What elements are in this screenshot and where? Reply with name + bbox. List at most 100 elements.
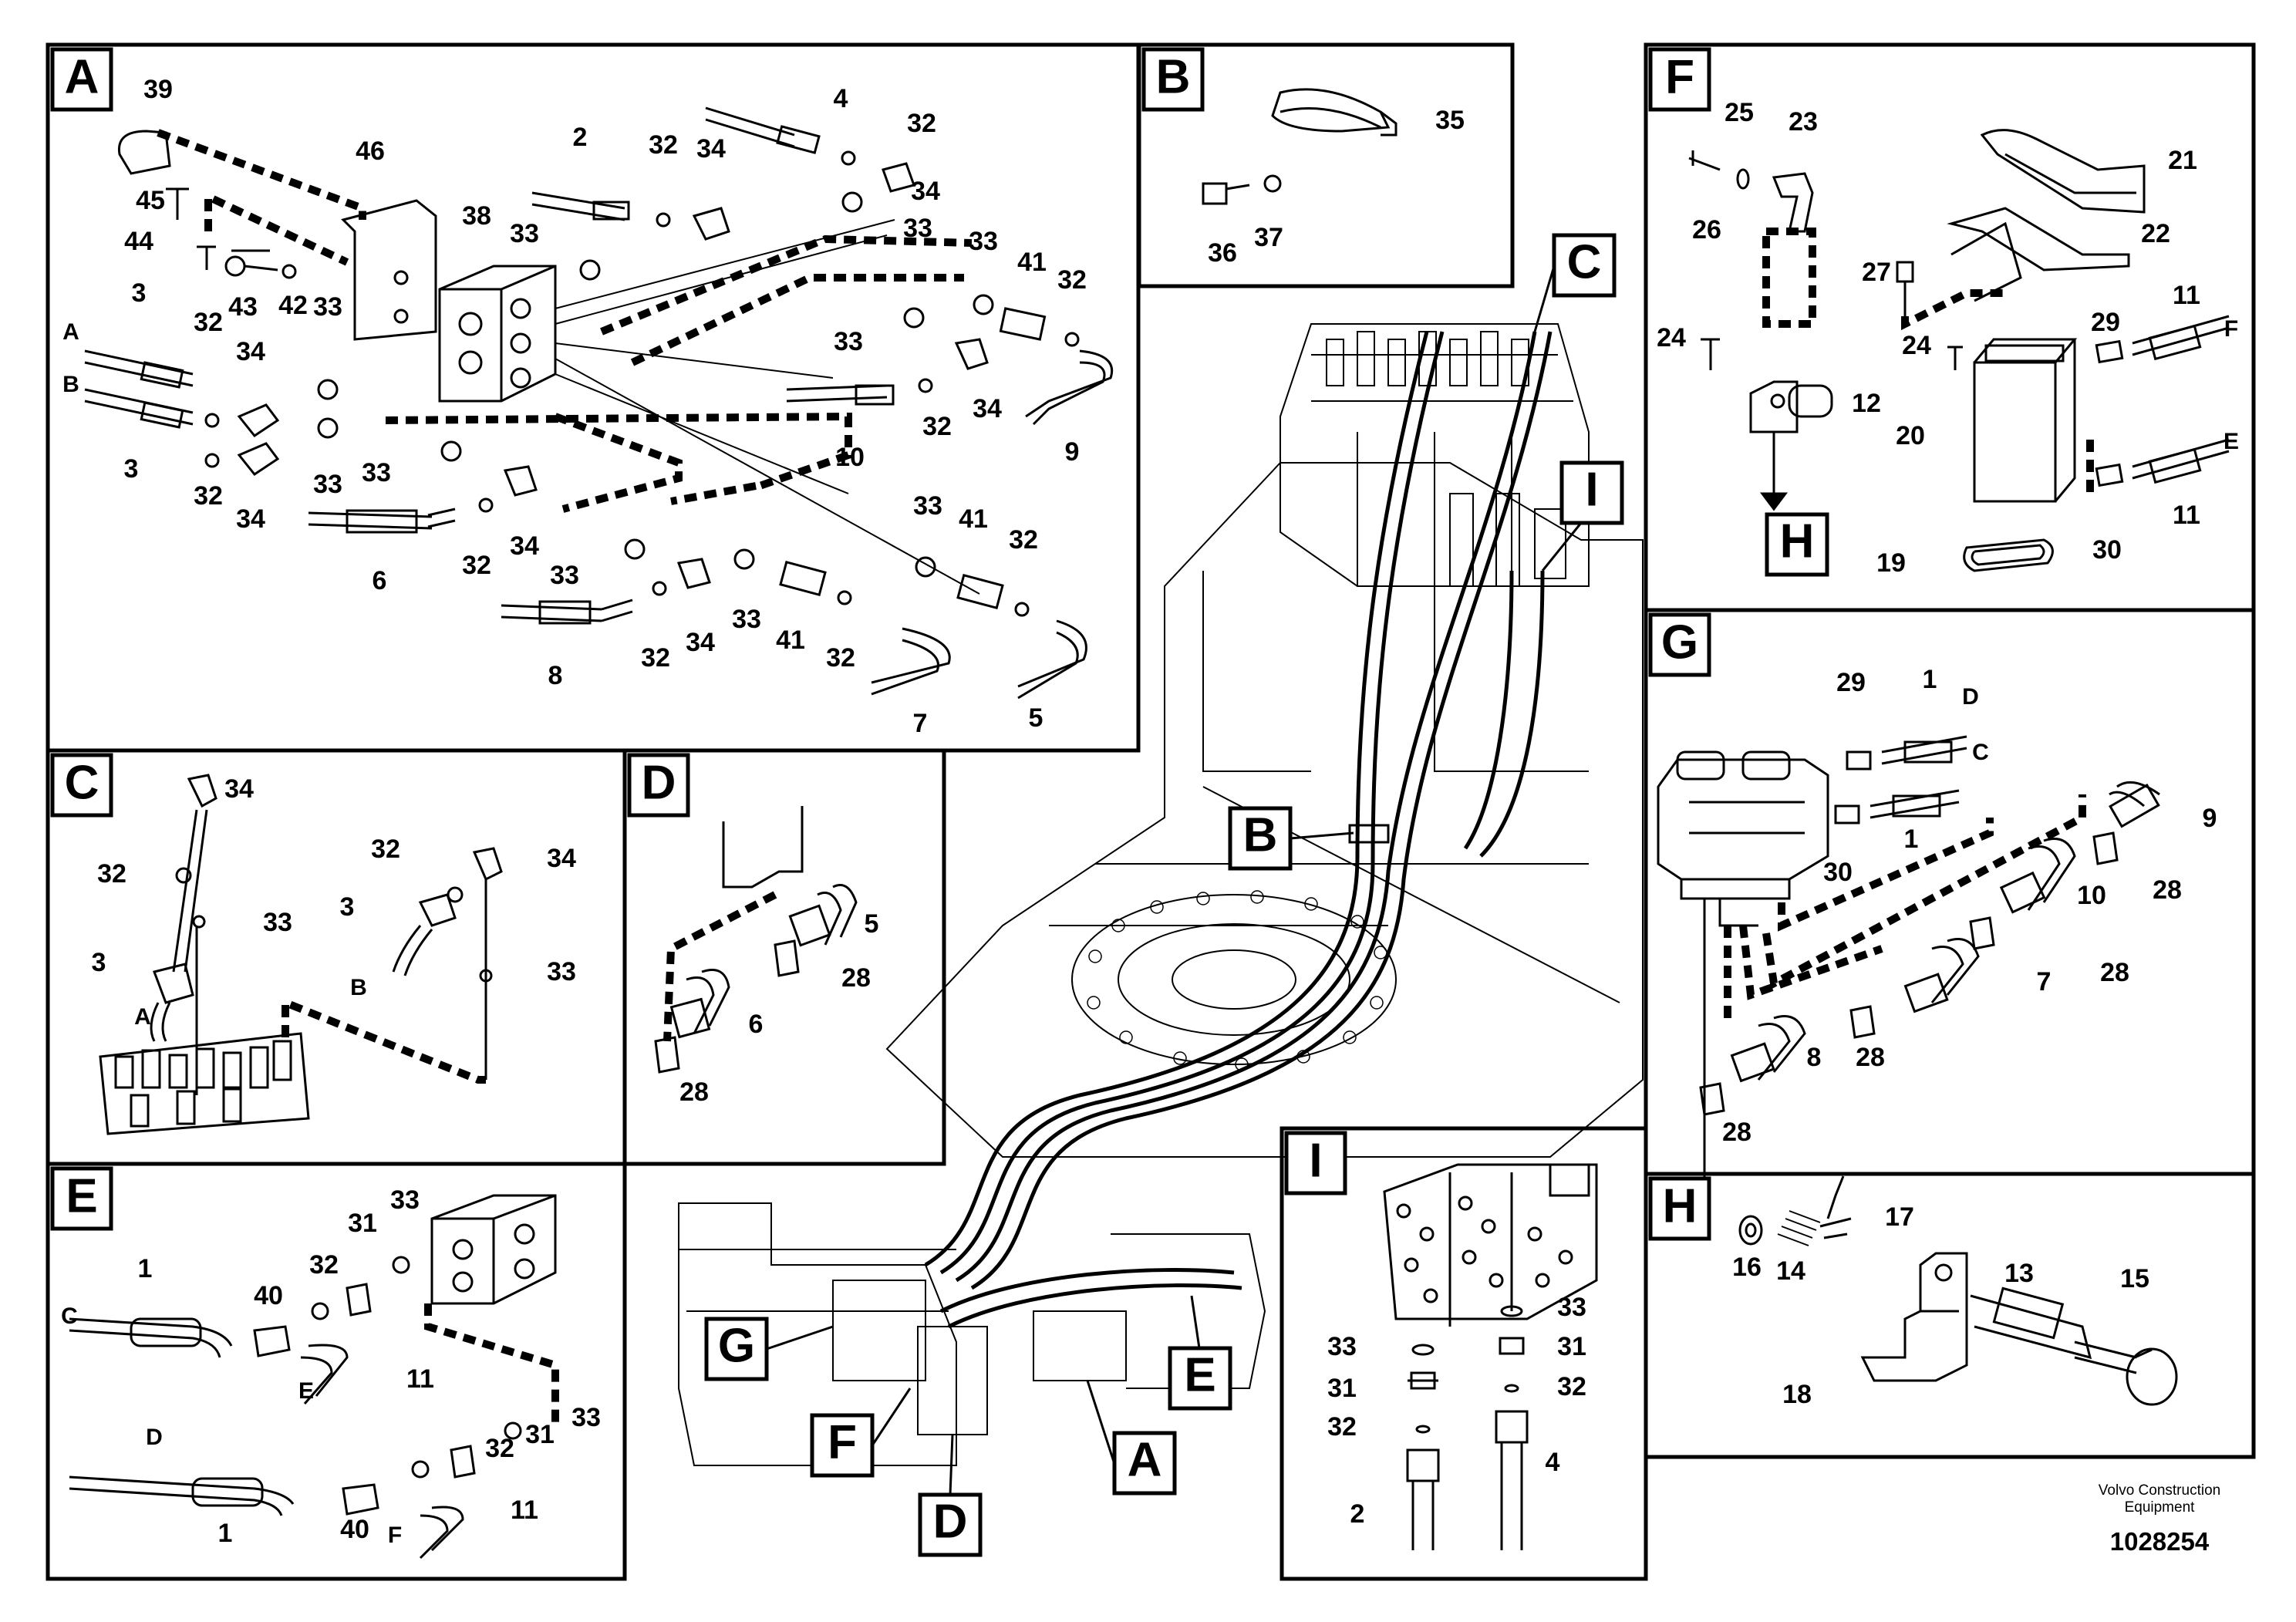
- callout-a-43: 43: [228, 292, 258, 322]
- callout-i-33: 33: [1327, 1332, 1357, 1361]
- panel-a-parts: [84, 106, 1113, 700]
- callout-c-33: 33: [263, 908, 292, 937]
- callout-h-14: 14: [1776, 1256, 1805, 1286]
- callout-b-36: 36: [1208, 238, 1237, 268]
- callout-e-33: 33: [390, 1185, 420, 1215]
- hose-bundle: [924, 331, 1553, 1329]
- callout-a-32: 32: [641, 643, 670, 673]
- callout-f-12: 12: [1852, 389, 1881, 418]
- callout-a-5: 5: [1029, 703, 1043, 733]
- callout-i-33: 33: [1557, 1293, 1586, 1322]
- callout-d-28: 28: [841, 963, 871, 993]
- callout-a-32: 32: [907, 109, 936, 138]
- callout-f-25: 25: [1725, 98, 1754, 127]
- port-label-c-a: A: [134, 1004, 151, 1030]
- callout-a-33: 33: [834, 327, 863, 356]
- document-number: 1028254: [2109, 1527, 2210, 1556]
- panel-f-frame: [1644, 42, 2256, 612]
- callout-a-7: 7: [913, 709, 928, 738]
- callout-b-37: 37: [1254, 223, 1283, 252]
- callout-g-28: 28: [2153, 875, 2182, 905]
- overview-ref-f: F: [828, 1415, 857, 1469]
- callout-a-42: 42: [278, 291, 308, 320]
- panel-letter-h: H: [1663, 1179, 1698, 1233]
- callout-a-33: 33: [732, 605, 761, 634]
- overview-ref-e: E: [1184, 1348, 1215, 1401]
- callout-a-41: 41: [776, 626, 805, 655]
- port-label-e-f: F: [388, 1523, 402, 1548]
- callout-e-32: 32: [309, 1250, 339, 1280]
- panel-c-dashed-routing: [282, 996, 486, 1084]
- overview-ref-a: A: [1128, 1433, 1162, 1486]
- callout-a-44: 44: [124, 227, 153, 256]
- panel-letter-boxes: [50, 47, 1711, 1241]
- overview-ref-g: G: [718, 1319, 755, 1372]
- callout-a-34: 34: [510, 531, 539, 561]
- panel-a-dashed-routing: [157, 129, 973, 513]
- port-label-e-e: E: [298, 1378, 314, 1404]
- callout-a-3: 3: [124, 454, 139, 484]
- callout-a-34: 34: [236, 337, 265, 366]
- callout-a-34: 34: [696, 134, 726, 164]
- port-label-a-a: A: [62, 319, 79, 345]
- callout-e-11: 11: [511, 1496, 538, 1525]
- callout-b-35: 35: [1435, 106, 1465, 135]
- callout-c-34: 34: [547, 844, 576, 873]
- panel-letter-f: F: [1665, 50, 1694, 103]
- callout-a-33: 33: [913, 491, 942, 521]
- callout-d-5: 5: [865, 909, 879, 939]
- callout-e-40: 40: [254, 1281, 283, 1310]
- callout-c-3: 3: [92, 948, 106, 977]
- callout-a-45: 45: [136, 186, 165, 215]
- callout-e-32: 32: [485, 1434, 514, 1463]
- port-label-a-b: B: [62, 372, 79, 397]
- callout-c-32: 32: [371, 835, 400, 864]
- panel-h-frame: [1644, 1172, 2256, 1459]
- overview-ref-i: I: [1585, 463, 1598, 516]
- callout-a-46: 46: [356, 137, 385, 166]
- callout-i-32: 32: [1557, 1372, 1586, 1401]
- callout-i-31: 31: [1327, 1374, 1357, 1403]
- valve-spools: [1326, 331, 1566, 587]
- callout-a-6: 6: [373, 566, 387, 595]
- port-label-g-c: C: [1972, 740, 1989, 765]
- callout-g-28: 28: [1856, 1043, 1885, 1072]
- callout-e-1: 1: [138, 1254, 153, 1283]
- overview-ref-c: C: [1567, 235, 1602, 288]
- panel-c-frame: [46, 748, 627, 1166]
- callout-c-34: 34: [224, 774, 254, 804]
- panel-e-frame: [46, 1162, 627, 1581]
- callout-a-34: 34: [236, 504, 265, 534]
- overview-ref-d: D: [933, 1495, 968, 1548]
- panel-letter-g: G: [1661, 615, 1698, 669]
- callout-g-28: 28: [1722, 1118, 1752, 1147]
- panel-b-parts: [1202, 88, 1397, 205]
- callout-h-13: 13: [2004, 1259, 2034, 1288]
- callout-a-33: 33: [362, 458, 391, 487]
- port-label-e-c: C: [61, 1303, 78, 1329]
- panel-i-parts: [1383, 1163, 1598, 1550]
- callout-a-33: 33: [313, 470, 342, 499]
- callout-i-31: 31: [1557, 1332, 1586, 1361]
- callout-a-32: 32: [1009, 525, 1038, 555]
- callout-g-9: 9: [2203, 804, 2217, 833]
- callout-g-1: 1: [1923, 665, 1937, 694]
- callout-a-9: 9: [1065, 437, 1080, 467]
- callout-f-27: 27: [1862, 258, 1891, 287]
- panel-letter-a: A: [65, 50, 99, 103]
- callout-a-2: 2: [573, 123, 588, 152]
- manufacturer-line-1: Volvo Construction: [2098, 1482, 2221, 1499]
- callout-c-32: 32: [97, 859, 126, 889]
- callout-c-33: 33: [547, 957, 576, 986]
- callout-a-34: 34: [911, 177, 940, 206]
- sub-ref-labels: H: [1780, 514, 1815, 568]
- callout-h-18: 18: [1782, 1380, 1812, 1409]
- callout-f-11: 11: [2173, 281, 2200, 310]
- callout-i-32: 32: [1327, 1412, 1357, 1442]
- panel-b-frame: [1137, 42, 1515, 288]
- callout-f-23: 23: [1789, 107, 1818, 137]
- callout-g-28: 28: [2100, 958, 2129, 987]
- panel-c-parts: [99, 774, 503, 1135]
- panel-f-pointer: [1760, 432, 1788, 511]
